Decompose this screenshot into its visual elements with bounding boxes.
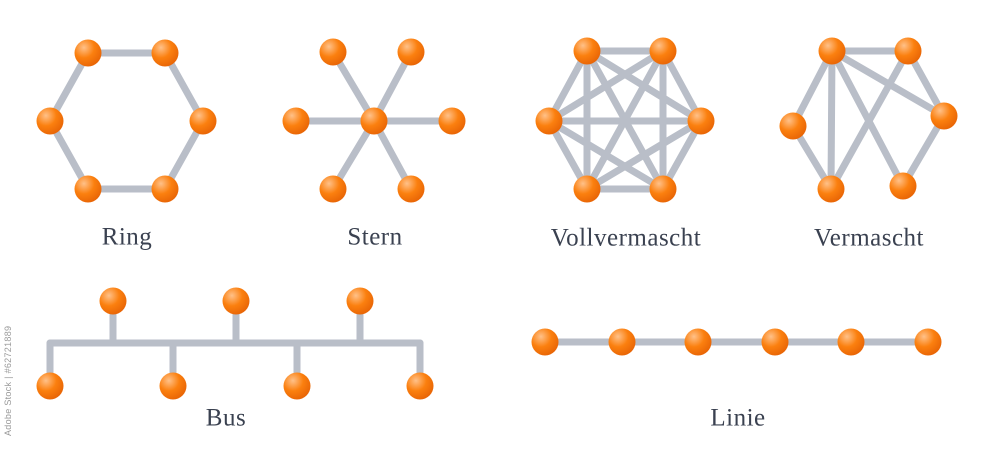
diagram-label-stern: Stern — [347, 224, 402, 251]
edge-line — [545, 117, 667, 193]
edge-line — [828, 47, 948, 120]
network-node-icon — [397, 38, 425, 66]
network-node-icon — [531, 328, 559, 356]
network-node-icon — [779, 112, 807, 140]
network-node-icon — [159, 372, 187, 400]
network-node-icon — [222, 287, 250, 315]
network-node-icon — [74, 175, 102, 203]
diagram-stern: Stern — [282, 38, 466, 251]
network-node-icon — [649, 175, 677, 203]
network-node-icon — [894, 37, 922, 65]
network-node-icon — [438, 107, 466, 135]
edge-line — [789, 47, 836, 130]
network-node-icon — [36, 372, 64, 400]
diagram-vermascht: Vermascht — [779, 37, 958, 252]
edge-line — [545, 47, 667, 125]
network-node-icon — [761, 328, 789, 356]
edge-line — [899, 112, 948, 190]
edge-line — [827, 47, 836, 193]
network-node-icon — [406, 372, 434, 400]
network-node-icon — [189, 107, 217, 135]
network-node-icon — [914, 328, 942, 356]
network-node-icon — [535, 107, 563, 135]
edge-line — [583, 117, 705, 193]
network-node-icon — [151, 39, 179, 67]
stock-watermark: Adobe Stock | #62721889 — [3, 325, 13, 436]
network-node-icon — [687, 107, 715, 135]
diagram-label-vollvermascht: Vollvermascht — [551, 225, 701, 252]
network-node-icon — [818, 37, 846, 65]
network-node-icon — [608, 328, 636, 356]
network-node-icon — [573, 175, 601, 203]
network-node-icon — [837, 328, 865, 356]
network-node-icon — [151, 175, 179, 203]
diagram-ring: Ring — [36, 39, 217, 251]
diagram-bus: Bus — [36, 287, 434, 432]
network-node-icon — [930, 102, 958, 130]
network-node-icon — [283, 372, 311, 400]
edge-line — [827, 47, 912, 193]
network-node-icon — [36, 107, 64, 135]
network-node-icon — [684, 328, 712, 356]
diagram-label-linie: Linie — [710, 405, 765, 432]
diagram-label-vermascht: Vermascht — [814, 225, 924, 252]
diagram-linie: Linie — [531, 328, 942, 432]
network-node-icon — [889, 172, 917, 200]
network-node-icon — [74, 39, 102, 67]
network-node-icon — [360, 107, 388, 135]
diagram-label-bus: Bus — [206, 405, 246, 432]
network-node-icon — [817, 175, 845, 203]
diagram-vollvermascht: Vollvermascht — [535, 37, 715, 252]
network-node-icon — [319, 175, 347, 203]
network-node-icon — [573, 37, 601, 65]
network-node-icon — [319, 38, 347, 66]
network-node-icon — [99, 287, 127, 315]
diagram-label-ring: Ring — [102, 224, 153, 251]
network-node-icon — [346, 287, 374, 315]
network-node-icon — [282, 107, 310, 135]
network-node-icon — [649, 37, 677, 65]
network-node-icon — [397, 175, 425, 203]
